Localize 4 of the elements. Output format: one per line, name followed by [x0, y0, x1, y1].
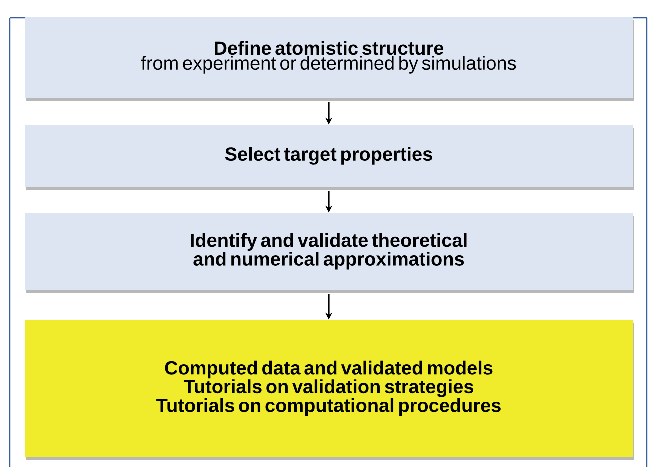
process-box: Define atomistic structure from experiment or determined by simulations — [25, 17, 634, 101]
process-box: Identify and validate theoretical and numerical approximations — [25, 213, 634, 293]
process-box: Select target properties — [25, 125, 634, 190]
process-box: Computed data and validated models Tutorials on validation strategies Tutorials on computational procedures — [25, 320, 634, 460]
